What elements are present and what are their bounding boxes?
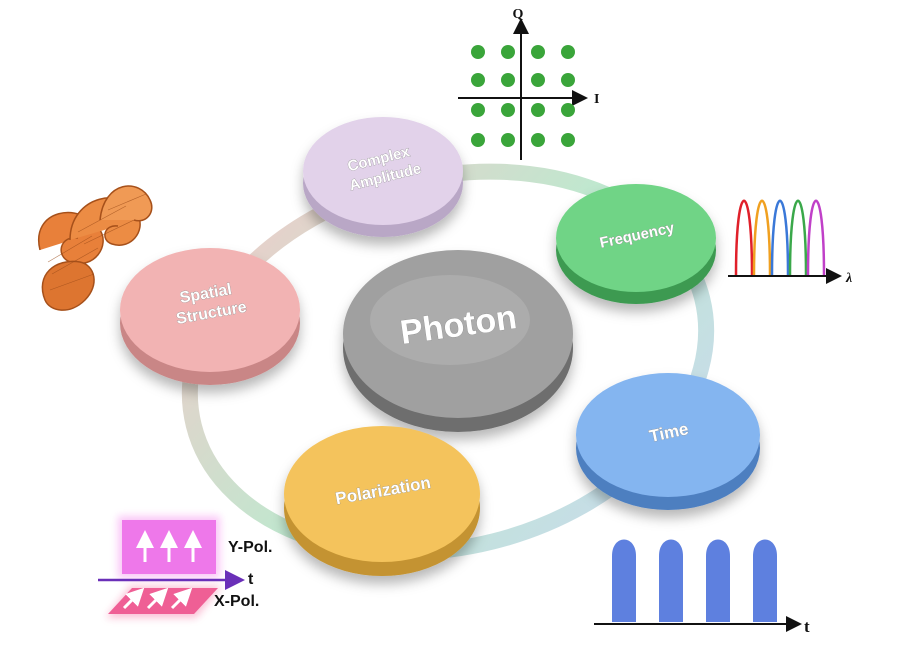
pulse-train: t	[594, 539, 810, 636]
constellation-dot-3-3	[561, 133, 575, 147]
constellation-dot-2-1	[501, 103, 515, 117]
constellation-dot-3-1	[501, 133, 515, 147]
constellation-dot-2-0	[471, 103, 485, 117]
y-pol-label: Y-Pol.	[228, 539, 272, 556]
qam-constellation: Q I	[458, 7, 599, 160]
pulse-time-label: t	[804, 617, 810, 636]
spectrum-peak-1	[752, 199, 772, 276]
constellation-dot-1-0	[471, 73, 485, 87]
constellation-dot-1-2	[531, 73, 545, 87]
spectrum-lambda-label: λ	[845, 271, 852, 286]
photon-center-disk	[343, 250, 573, 432]
constellation-q-axis-label: Q	[513, 7, 524, 22]
constellation-dot-3-0	[471, 133, 485, 147]
spectrum-peak-4	[806, 199, 826, 276]
complex-amplitude-disk	[303, 117, 463, 237]
pulse-3	[753, 539, 777, 622]
pulse-shapes	[612, 539, 777, 622]
pulse-0	[612, 539, 636, 622]
constellation-dot-2-3	[561, 103, 575, 117]
time-disk	[576, 373, 760, 510]
constellation-dot-0-2	[531, 45, 545, 59]
pulse-1	[659, 539, 683, 622]
helical-wavefront-icon	[37, 185, 153, 311]
frequency-disk	[556, 184, 716, 304]
polarization-disk	[284, 426, 480, 576]
constellation-dot-0-3	[561, 45, 575, 59]
constellation-dot-1-1	[501, 73, 515, 87]
spectrum-peak-3	[788, 199, 808, 276]
constellation-dot-0-1	[501, 45, 515, 59]
constellation-dot-2-2	[531, 103, 545, 117]
spatial-structure-label: Spatial Structure	[172, 279, 249, 328]
constellation-dot-3-2	[531, 133, 545, 147]
constellation-dots	[471, 45, 575, 147]
spectrum-peak-0	[734, 199, 754, 276]
time-label: Time	[648, 419, 690, 446]
polarization-panel: Y-Pol. t X-Pol.	[98, 516, 272, 618]
wavelength-spectrum: λ	[728, 199, 852, 286]
constellation-dot-0-0	[471, 45, 485, 59]
x-pol-label: X-Pol.	[214, 593, 259, 610]
spatial-structure-disk	[120, 248, 300, 385]
pulse-2	[706, 539, 730, 622]
pol-time-label: t	[248, 571, 254, 588]
constellation-i-axis-label: I	[594, 92, 599, 107]
constellation-dot-1-3	[561, 73, 575, 87]
spectrum-peaks	[734, 199, 826, 276]
spectrum-peak-2	[770, 199, 790, 276]
